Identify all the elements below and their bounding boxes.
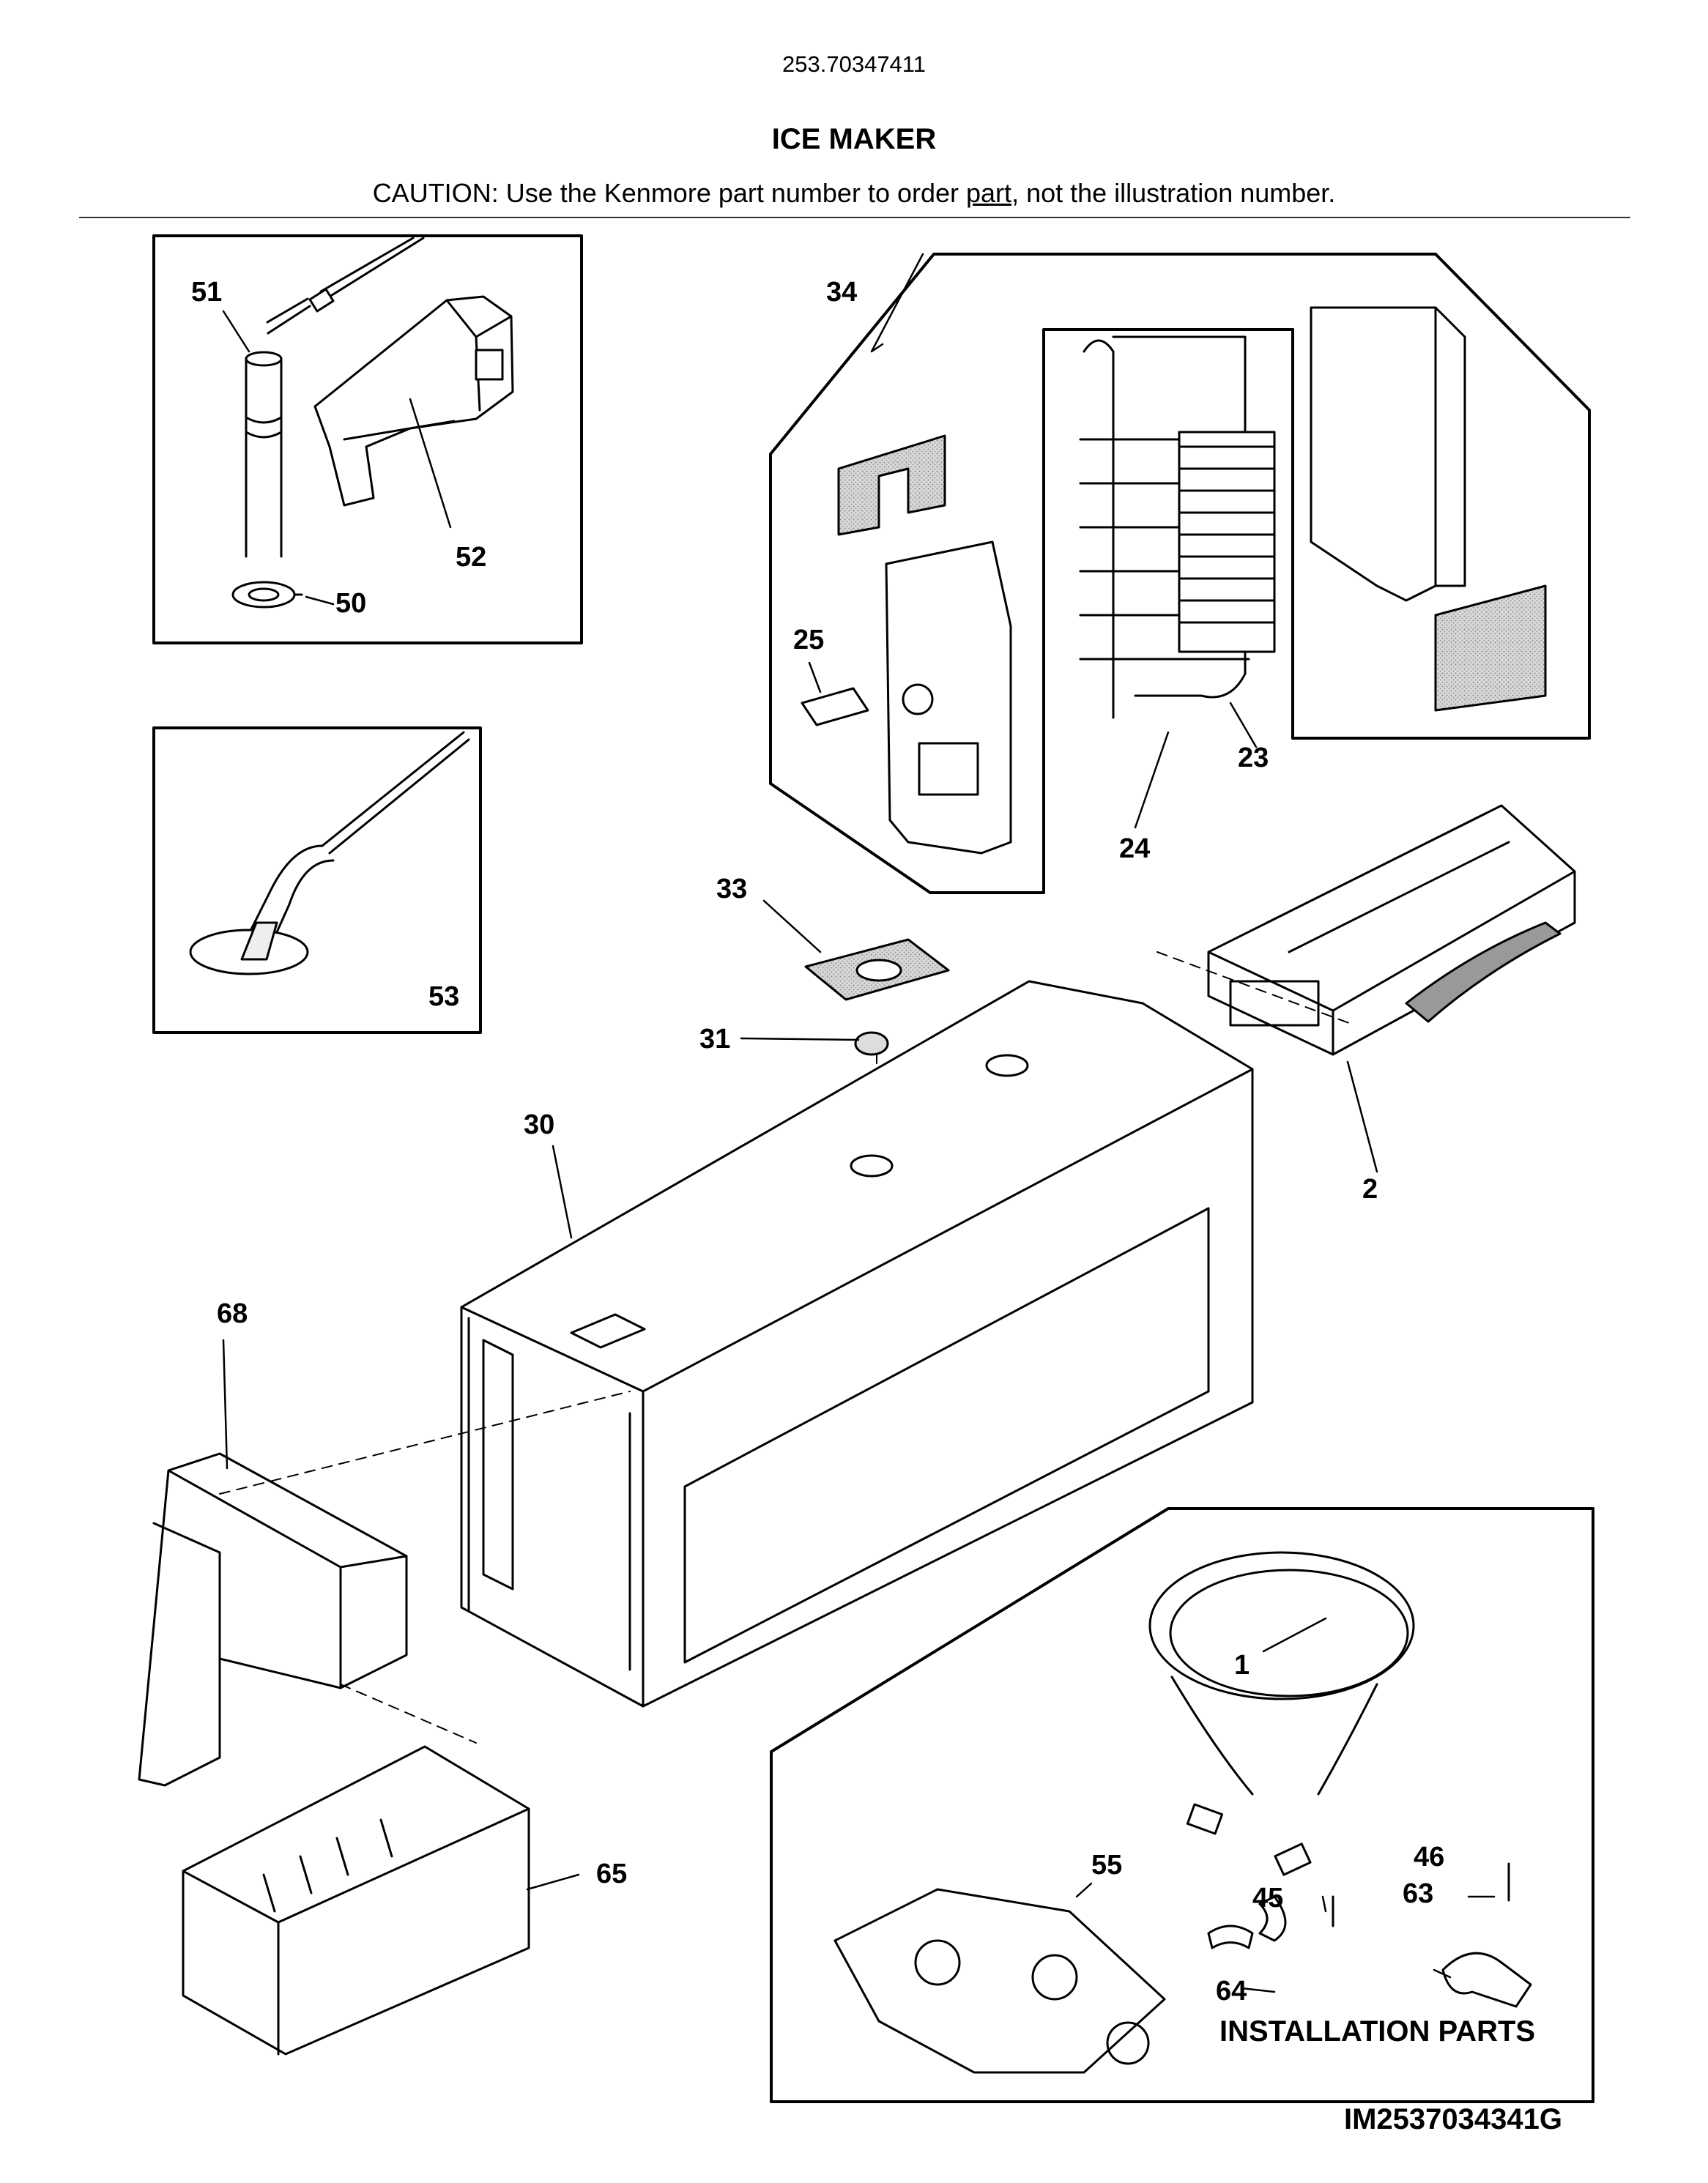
bottom-tray [182, 1745, 530, 2056]
callout-33: 33 [716, 874, 748, 904]
callout-34: 34 [826, 277, 858, 308]
evaporator-group [769, 253, 1591, 894]
page-title: ICE MAKER [771, 123, 937, 155]
caution-part-word: part [966, 178, 1012, 208]
callout-55: 55 [1091, 1850, 1123, 1881]
callout-30: 30 [524, 1109, 555, 1140]
caution-suffix: , not the illustration number. [1011, 178, 1336, 208]
installation-parts-box [770, 1507, 1594, 2103]
callout-68: 68 [217, 1298, 248, 1329]
callout-46: 46 [1414, 1842, 1445, 1873]
callout-64: 64 [1216, 1976, 1247, 2007]
ice-bin-housing [460, 980, 1254, 1708]
callout-1: 1 [1234, 1650, 1250, 1681]
diagram-id: IM2537034341G [1344, 2103, 1563, 2135]
callout-31: 31 [699, 1024, 731, 1055]
callout-24: 24 [1119, 833, 1151, 864]
bin-end-cover [138, 1391, 631, 1787]
callout-2: 2 [1362, 1174, 1378, 1205]
callout-50: 50 [335, 588, 367, 619]
caution-prefix: CAUTION: Use the Kenmore part number to … [372, 178, 967, 208]
callout-23: 23 [1238, 743, 1269, 773]
callout-25: 25 [793, 625, 825, 655]
inset-fill-tube [152, 726, 482, 1034]
callout-63: 63 [1403, 1878, 1434, 1909]
header-rule [79, 217, 1630, 218]
callout-65: 65 [596, 1859, 628, 1889]
callout-45: 45 [1252, 1883, 1284, 1914]
inset-water-tube [152, 234, 583, 644]
ice-maker-assembly [1156, 804, 1576, 1056]
callout-leaders [222, 253, 1496, 1993]
callout-51: 51 [191, 277, 223, 308]
caution-note: CAUTION: Use the Kenmore part number to … [0, 178, 1708, 209]
model-number: 253.70347411 [782, 51, 926, 77]
callout-52: 52 [456, 542, 487, 573]
callout-53: 53 [428, 981, 460, 1012]
installation-parts-label: INSTALLATION PARTS [1219, 2015, 1536, 2048]
